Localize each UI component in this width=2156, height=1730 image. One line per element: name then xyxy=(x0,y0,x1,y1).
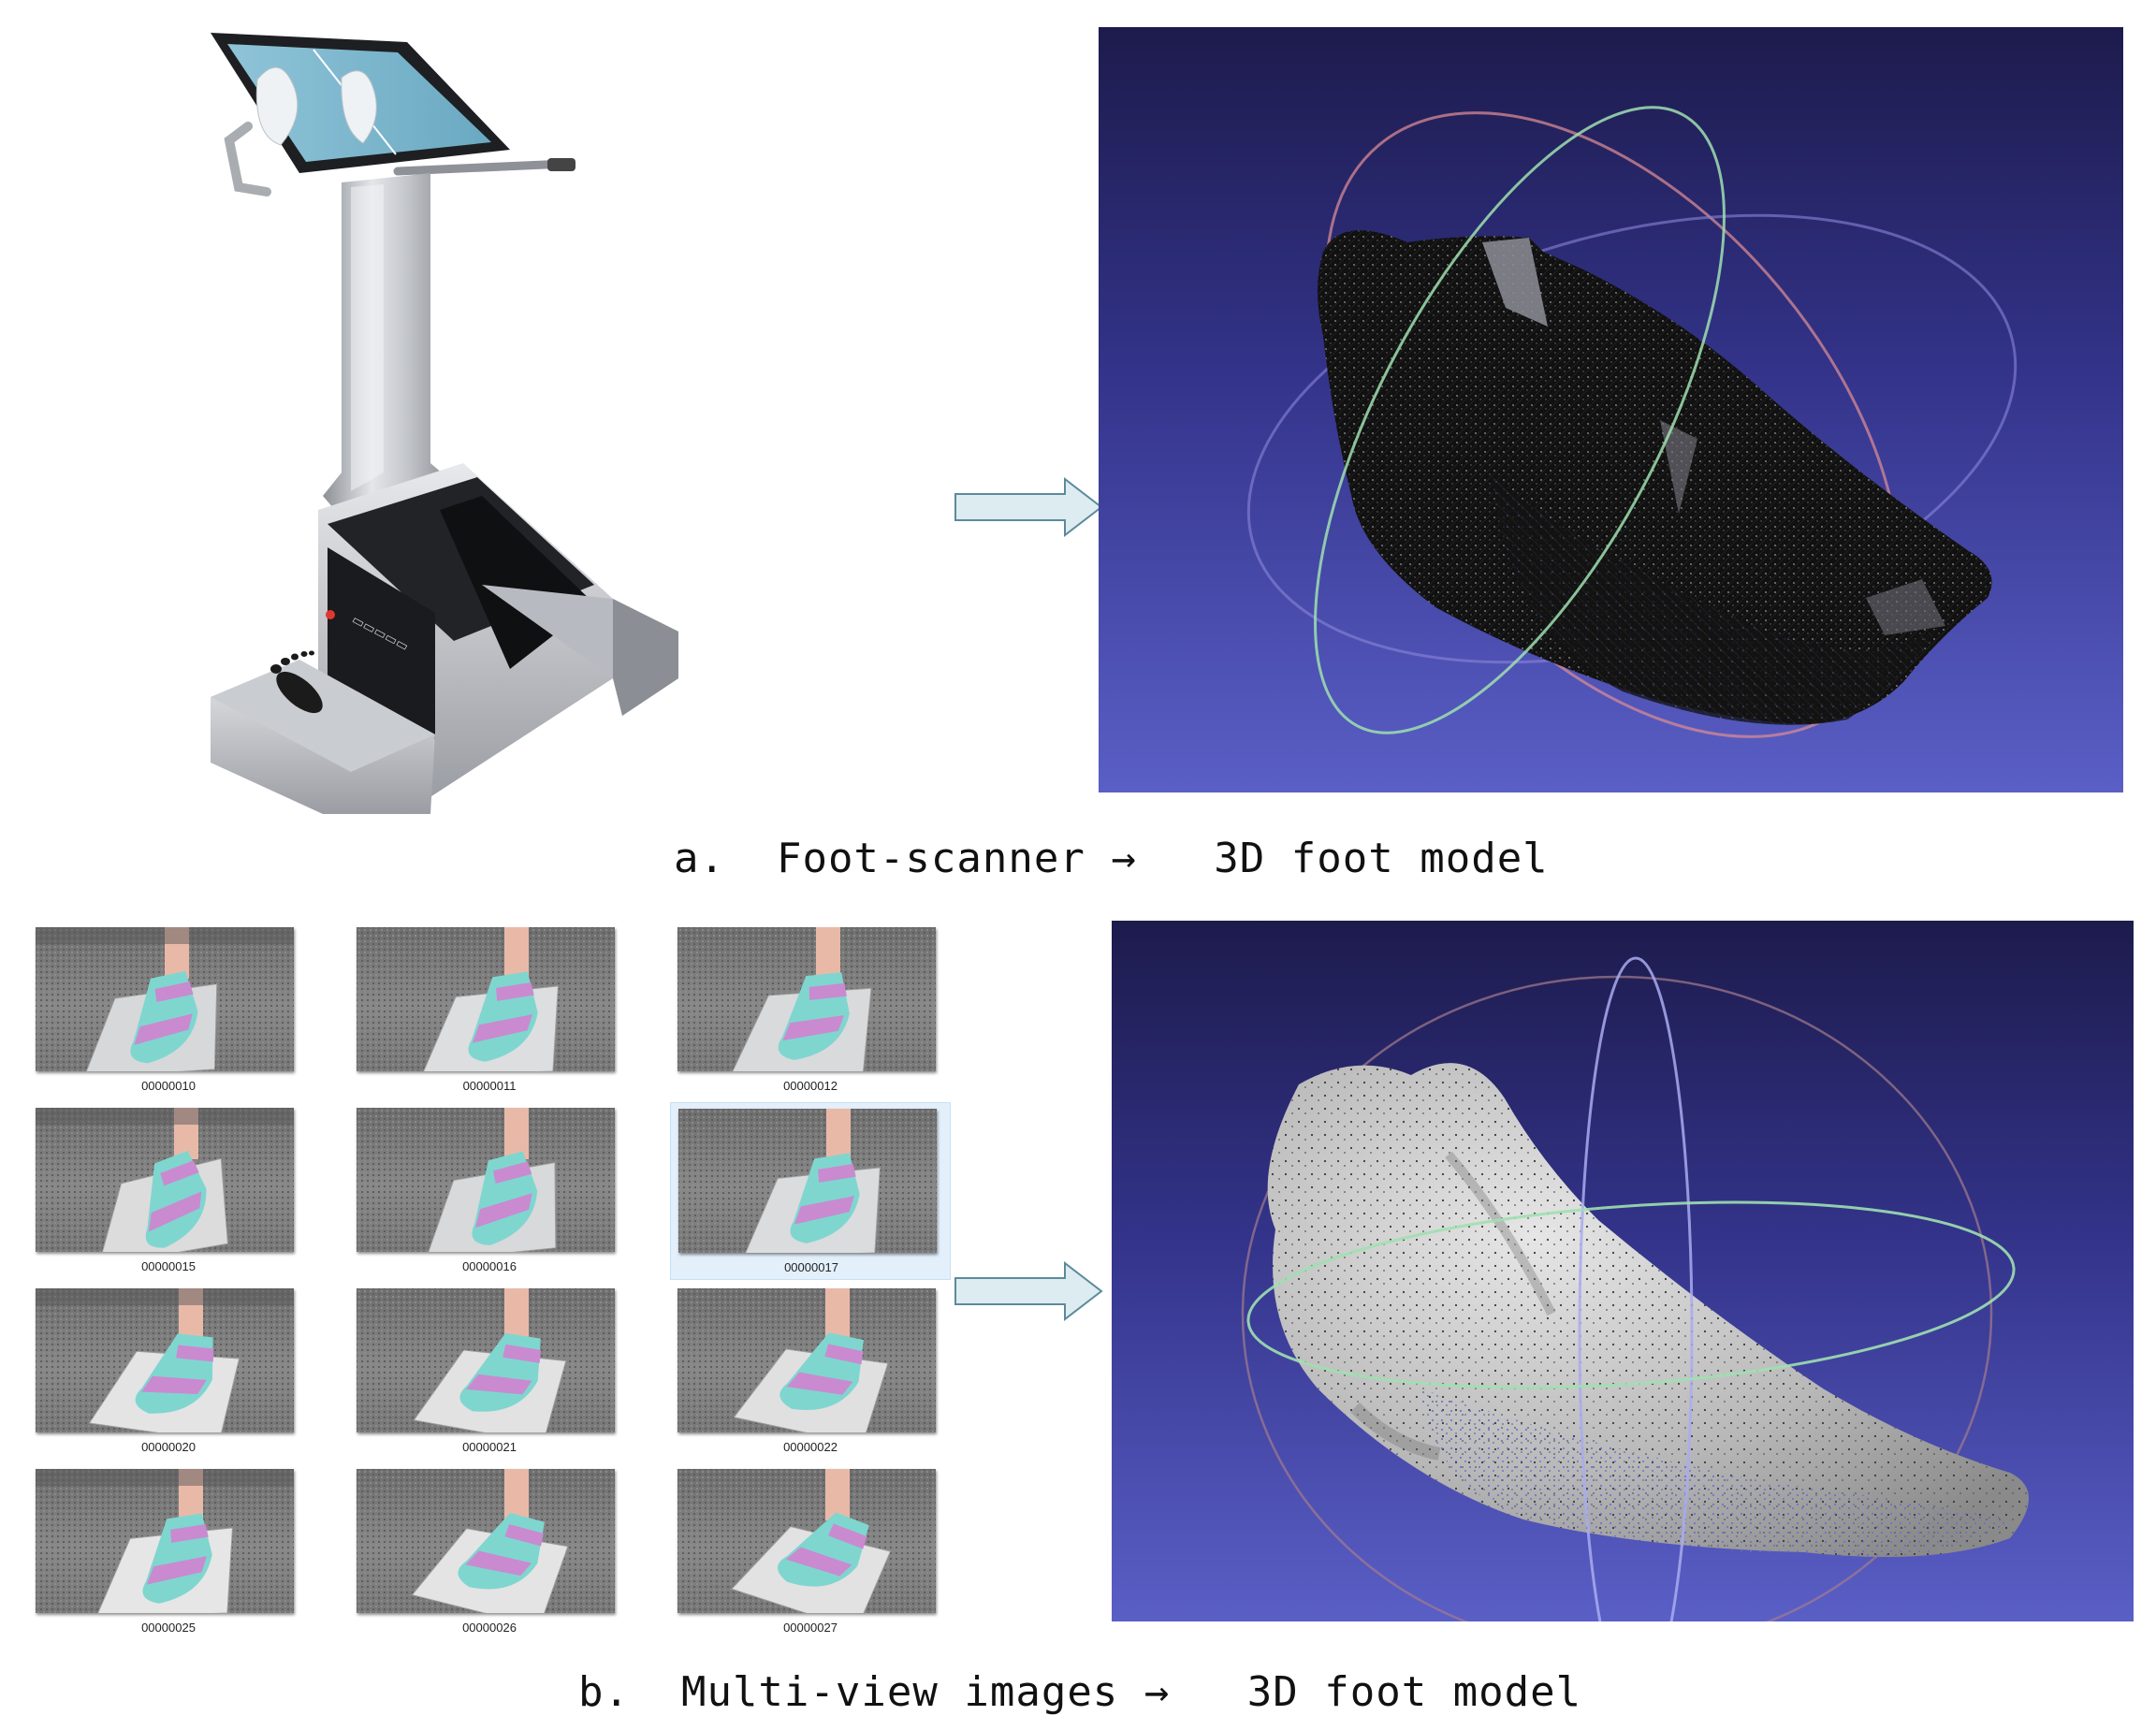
image-filename: 00000026 xyxy=(462,1621,517,1635)
image-thumbnail[interactable]: 00000020 xyxy=(28,1283,309,1461)
mesh-viewport-a xyxy=(1099,27,2123,792)
foot-photo xyxy=(36,1288,294,1432)
foot-photo xyxy=(677,1469,936,1613)
flow-arrow-b xyxy=(954,1260,1104,1322)
foot-photo xyxy=(357,1469,615,1613)
foot-scanner-device: ▭▭▭▭▭ xyxy=(211,23,697,814)
foot-photo xyxy=(36,927,294,1071)
foot-photo xyxy=(677,1288,936,1432)
image-thumbnail[interactable]: 00000027 xyxy=(670,1463,951,1641)
caption-b: b. Multi-view images → 3D foot model xyxy=(578,1668,1582,1716)
foot-photo xyxy=(36,1469,294,1613)
multi-view-image-grid: 00000010 00000011 00000012 00000015 00000016… xyxy=(28,922,964,1651)
image-filename: 00000025 xyxy=(141,1621,196,1635)
image-filename: 00000015 xyxy=(141,1259,196,1273)
image-thumbnail[interactable]: 00000015 xyxy=(28,1102,309,1280)
wireframe-foot-model xyxy=(1246,106,2018,738)
foot-photo xyxy=(357,1288,615,1432)
caption-a: a. Foot-scanner → 3D foot model xyxy=(674,835,1549,882)
image-filename: 00000017 xyxy=(784,1260,838,1274)
image-filename: 00000016 xyxy=(462,1259,517,1273)
block-arrow-right-icon xyxy=(954,476,1103,538)
image-filename: 00000011 xyxy=(462,1079,517,1093)
image-filename: 00000012 xyxy=(783,1079,838,1093)
image-thumbnail[interactable]: 00000017 xyxy=(670,1102,951,1280)
image-filename: 00000010 xyxy=(141,1079,196,1093)
mesh-viewport-b xyxy=(1112,921,2134,1621)
image-thumbnail[interactable]: 00000026 xyxy=(349,1463,630,1641)
image-thumbnail[interactable]: 00000012 xyxy=(670,922,951,1099)
block-arrow-right-icon xyxy=(954,1260,1103,1322)
image-thumbnail[interactable]: 00000016 xyxy=(349,1102,630,1280)
image-filename: 00000020 xyxy=(141,1440,196,1454)
foot-photo xyxy=(678,1109,937,1253)
image-filename: 00000027 xyxy=(783,1621,838,1635)
foot-scanner-illustration: ▭▭▭▭▭ xyxy=(211,33,678,814)
foot-photo xyxy=(36,1108,294,1252)
image-filename: 00000022 xyxy=(783,1440,838,1454)
image-filename: 00000021 xyxy=(462,1440,517,1454)
image-thumbnail[interactable]: 00000021 xyxy=(349,1283,630,1461)
foot-photo xyxy=(677,927,936,1071)
image-thumbnail[interactable]: 00000011 xyxy=(349,922,630,1099)
image-thumbnail[interactable]: 00000010 xyxy=(28,922,309,1099)
image-thumbnail[interactable]: 00000025 xyxy=(28,1463,309,1641)
flow-arrow-a xyxy=(954,476,1104,538)
foot-photo xyxy=(357,927,615,1071)
image-thumbnail[interactable]: 00000022 xyxy=(670,1283,951,1461)
reconstructed-foot-model xyxy=(1241,956,2029,1621)
foot-photo xyxy=(357,1108,615,1252)
